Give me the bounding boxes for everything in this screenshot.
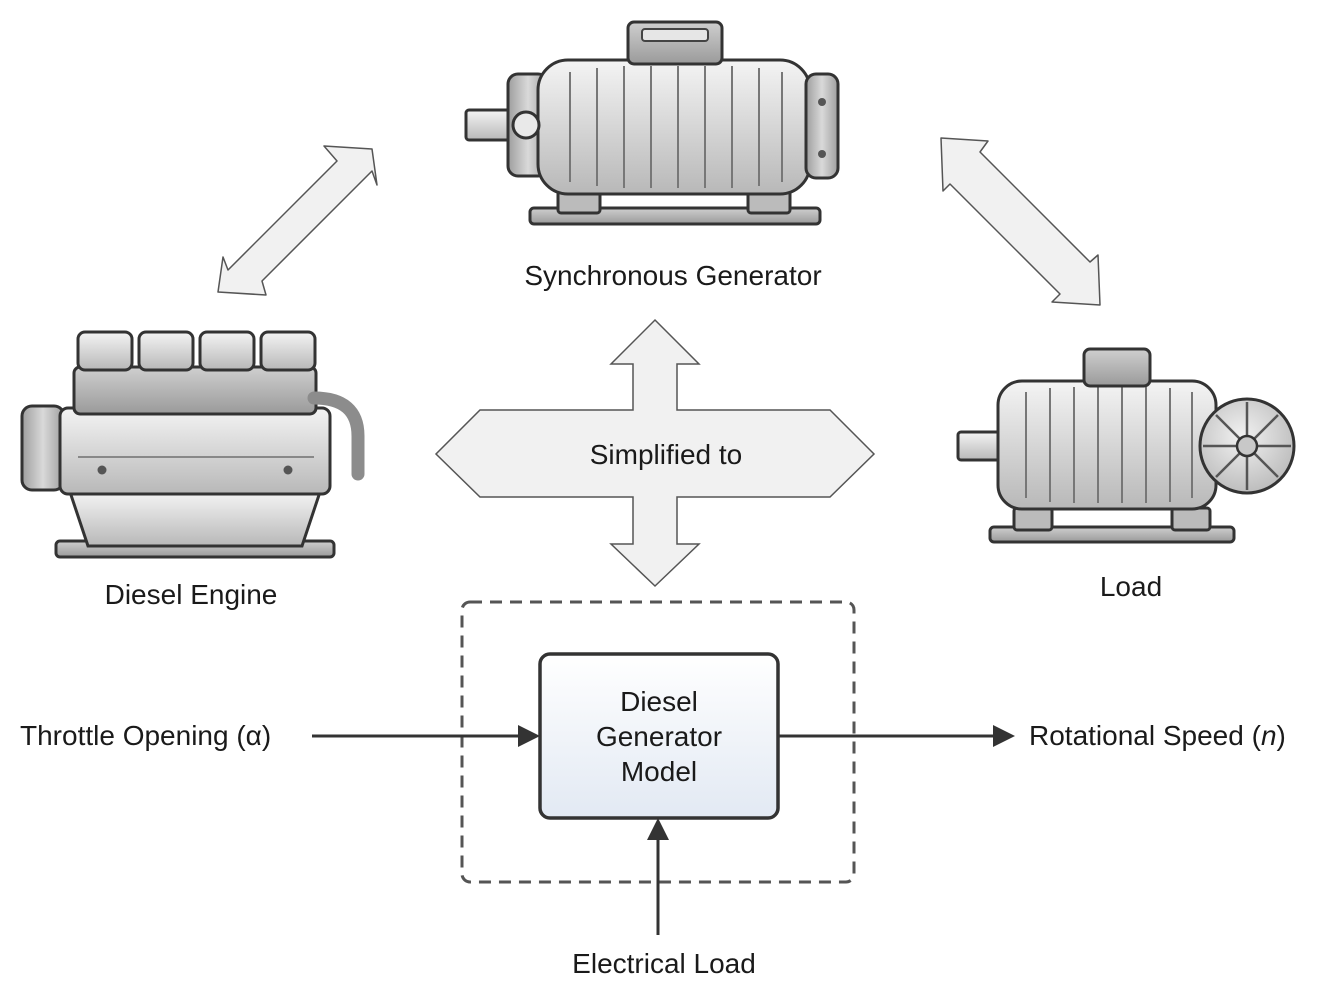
throttle-opening-label: Throttle Opening (α)	[20, 720, 272, 751]
rotational-speed-variable: n	[1260, 720, 1277, 751]
diesel-engine-label: Diesel Engine	[104, 579, 278, 610]
diesel-engine-icon	[20, 330, 365, 559]
simplified-to-label: Simplified to	[589, 439, 743, 470]
synchronous-generator-label: Synchronous Generator	[524, 260, 822, 291]
model-box-line-3: Model	[620, 755, 698, 787]
output-speed-arrow	[778, 725, 1015, 747]
rotational-speed-suffix: )	[1276, 720, 1286, 751]
electrical-load-arrow	[647, 818, 669, 935]
model-box-text: Diesel Generator Model	[540, 654, 778, 818]
synchronous-generator-icon	[464, 20, 840, 226]
load-label: Load	[1099, 571, 1163, 602]
model-box-line-2: Generator	[595, 720, 723, 752]
system-boundary	[460, 600, 856, 884]
load-icon	[956, 347, 1296, 544]
input-throttle-arrow	[312, 725, 540, 747]
model-box-line-1: Diesel	[620, 685, 698, 717]
rotational-speed-prefix: Rotational Speed (	[1029, 720, 1261, 751]
electrical-load-label: Electrical Load	[572, 948, 756, 979]
engine-generator-double-arrow	[217, 145, 378, 296]
simplified-to-four-way-arrow	[434, 318, 876, 588]
generator-load-double-arrow	[940, 137, 1101, 306]
rotational-speed-label: Rotational Speed (n)	[1029, 722, 1286, 750]
